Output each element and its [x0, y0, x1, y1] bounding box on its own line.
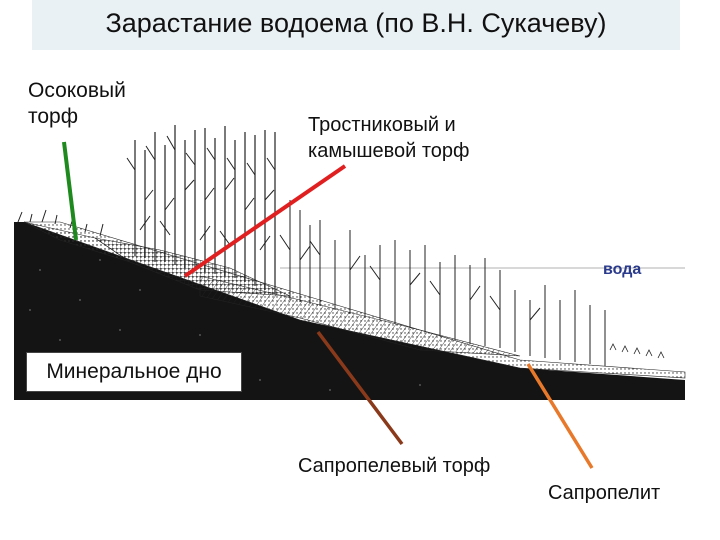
reed-peat-label-line2: камышевой торф	[308, 140, 470, 162]
shore-grass	[17, 209, 104, 237]
reed-leaves	[126, 135, 276, 251]
sedge-peat-layer	[23, 221, 131, 263]
reed-peat-label: Тростниковый и камышевой торф	[308, 112, 470, 164]
reed-peat-label-line1: Тростниковый и	[308, 114, 456, 136]
water-label: вода	[603, 261, 642, 278]
sapropelite-arrow	[526, 363, 594, 469]
aquatic-vegetation	[609, 343, 665, 359]
water-plants	[279, 200, 606, 366]
sapropel-peat-label: Сапропелевый торф	[298, 455, 491, 477]
title-bar: Зарастание водоема (по В.Н. Сукачеву)	[32, 0, 680, 50]
sedge-peat-label: Осоковый торф	[28, 78, 126, 130]
sedge-peat-arrow	[62, 141, 78, 241]
mineral-bottom-label: Минеральное дно	[26, 352, 242, 392]
sedge-peat-label-line1: Осоковый	[28, 79, 126, 102]
sedge-peat-label-line2: торф	[28, 105, 79, 128]
arrows	[62, 141, 594, 469]
sapropelite-label: Сапропелит	[548, 482, 661, 504]
sapropel-peat-arrow	[316, 330, 404, 446]
page-title: Зарастание водоема (по В.Н. Сукачеву)	[105, 8, 607, 38]
reed-peat-arrow	[183, 164, 347, 278]
